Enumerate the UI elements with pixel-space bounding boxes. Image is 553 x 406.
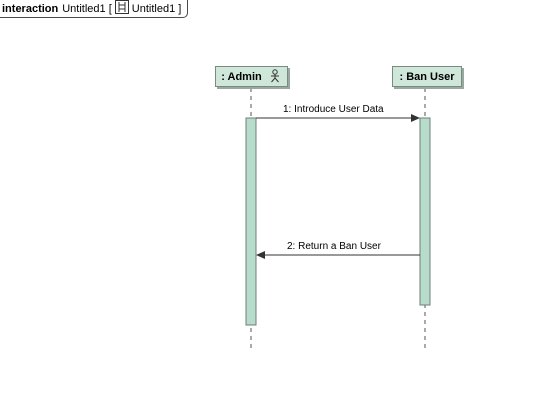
sequence-diagram-icon <box>114 0 129 14</box>
message-1-label: 1: Introduce User Data <box>283 104 384 115</box>
activation-bar-admin[interactable] <box>245 117 257 326</box>
frame-bracket-close: ] <box>178 3 182 15</box>
frame-name: Untitled1 <box>62 3 106 15</box>
lifeline-banuser-header[interactable]: : Ban User <box>392 66 462 87</box>
frame-keyword: interaction <box>2 3 59 15</box>
activation-bar-banuser[interactable] <box>419 117 431 306</box>
lifeline-admin-header[interactable]: : Admin <box>215 66 288 87</box>
actor-icon <box>268 69 282 83</box>
frame-diagram-name: Untitled1 <box>131 3 176 15</box>
message-2-arrowhead <box>256 251 265 259</box>
lifeline-admin-label: : Admin <box>221 71 262 83</box>
message-1-arrowhead <box>411 114 420 122</box>
lifeline-banuser-label: : Ban User <box>399 71 455 83</box>
message-2-label: 2: Return a Ban User <box>287 241 381 252</box>
frame-bracket-open: [ <box>108 3 112 15</box>
